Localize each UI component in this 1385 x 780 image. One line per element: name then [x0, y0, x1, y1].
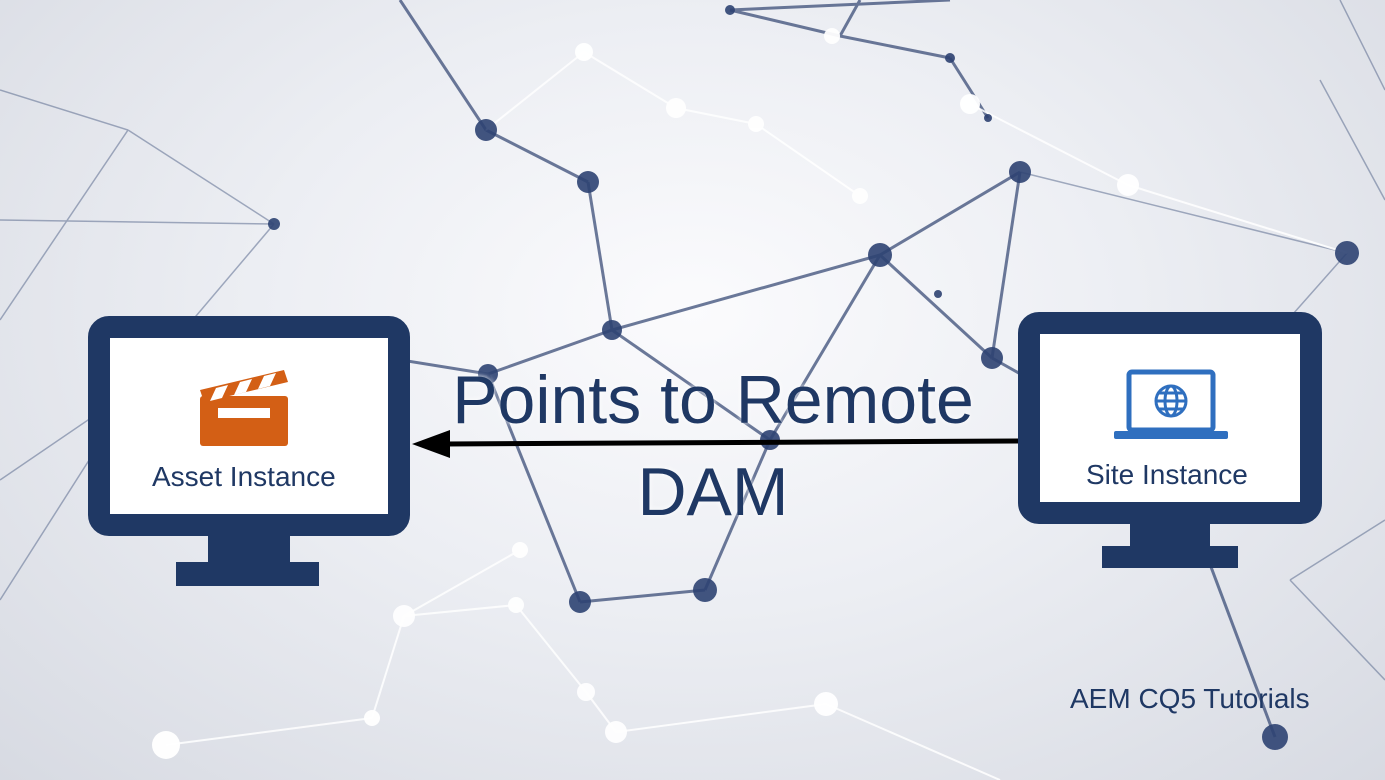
asset-instance-monitor [88, 316, 410, 586]
clapperboard-icon [200, 370, 288, 446]
footer-text: AEM CQ5 Tutorials [1070, 683, 1310, 714]
site-instance-monitor [1018, 312, 1322, 568]
edge-label: Points to Remote DAM [452, 362, 974, 530]
asset-instance-label: Asset Instance [152, 461, 336, 492]
laptop-globe-icon [1114, 369, 1228, 439]
site-instance-label: Site Instance [1086, 459, 1248, 490]
remote-dam-arrow [412, 430, 1019, 458]
